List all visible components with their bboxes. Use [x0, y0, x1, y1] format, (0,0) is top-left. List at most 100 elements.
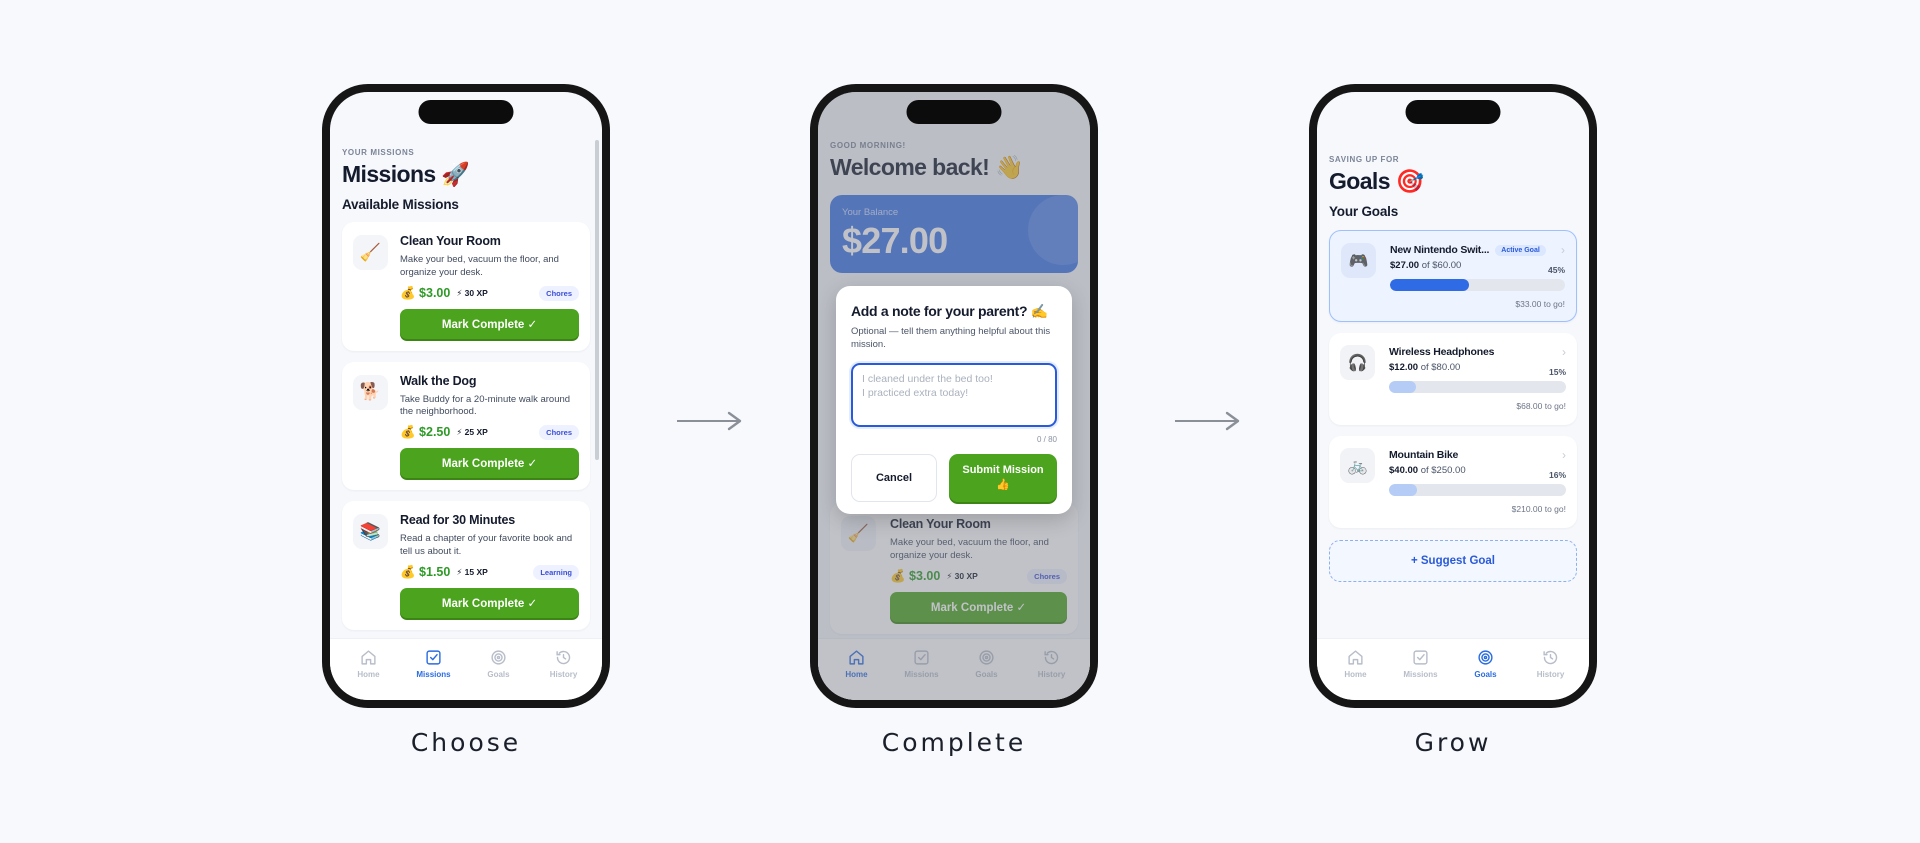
goal-title: Wireless Headphones	[1389, 346, 1495, 358]
game-controller-icon: 🎮	[1341, 243, 1376, 278]
goal-percent: 16%	[1548, 470, 1566, 480]
tab-home[interactable]: Home	[824, 639, 889, 700]
tab-goals[interactable]: Goals	[466, 639, 531, 700]
tab-missions[interactable]: Missions	[889, 639, 954, 700]
dialog-title: Add a note for your parent? ✍️	[851, 303, 1048, 319]
available-missions-heading: Available Missions	[342, 197, 459, 212]
tab-history[interactable]: History	[1518, 639, 1583, 700]
tab-history[interactable]: History	[531, 639, 596, 700]
mission-category-badge: Chores	[539, 425, 579, 441]
mission-title: Walk the Dog	[400, 373, 477, 388]
goal-progress-fill	[1390, 279, 1469, 291]
goal-progress-fill	[1389, 484, 1418, 496]
tab-goals[interactable]: Goals	[1453, 639, 1518, 700]
goal-percent: 45%	[1547, 265, 1565, 275]
history-icon	[1044, 650, 1059, 665]
mission-category-badge: Learning	[533, 564, 579, 580]
mission-meta: 💰 $1.50 ⚡ 15 XP Learning	[400, 564, 579, 580]
home-icon	[361, 650, 376, 665]
tab-bar: Home Missions Goals History	[330, 638, 602, 700]
dynamic-island	[418, 100, 514, 124]
missions-title: Missions 🚀	[342, 161, 470, 187]
tab-label: History	[549, 670, 578, 679]
home-icon	[1348, 650, 1363, 665]
mission-xp: ⚡ 30 XP	[456, 287, 488, 298]
missions-screen: YOUR MISSIONS Missions 🚀 Available Missi…	[330, 92, 602, 700]
dynamic-island	[1405, 100, 1501, 124]
arrow-head-icon	[1225, 411, 1240, 431]
scrollbar[interactable]	[595, 140, 599, 460]
goal-saved: $27.00	[1390, 260, 1420, 271]
goal-remaining: $210.00 to go!	[1511, 504, 1566, 514]
goal-saved: $12.00	[1389, 362, 1419, 373]
broom-icon: 🧹	[353, 235, 388, 270]
phone-goals: SAVING UP FOR Goals 🎯 Your Goals 🎮 New N…	[1309, 84, 1597, 708]
mission-reward: 💰 $1.50	[400, 564, 451, 579]
goal-remaining: $33.00 to go!	[1515, 299, 1565, 309]
goal-card[interactable]: 🎮 New Nintendo Swit... Active Goal › $27…	[1329, 230, 1577, 322]
your-goals-heading: Your Goals	[1329, 204, 1399, 219]
goal-target: of $250.00	[1420, 465, 1466, 476]
tab-goals[interactable]: Goals	[954, 639, 1019, 700]
mission-reward: 💰 $3.00	[890, 568, 941, 583]
mission-card: 🧹 Clean Your Room Make your bed, vacuum …	[342, 222, 590, 351]
dialog-actions: Cancel Submit Mission 👍	[851, 453, 1057, 502]
tab-home[interactable]: Home	[1323, 639, 1388, 700]
missions-content: YOUR MISSIONS Missions 🚀 Available Missi…	[330, 92, 602, 638]
goals-screen: SAVING UP FOR Goals 🎯 Your Goals 🎮 New N…	[1317, 92, 1589, 700]
goal-amount: $12.00 of $80.00	[1389, 362, 1566, 373]
balance-value: $27.00	[842, 220, 948, 261]
broom-icon: 🧹	[841, 516, 876, 551]
arrow-right-icon	[677, 420, 739, 422]
mission-meta: 💰 $3.00 ⚡ 30 XP Chores	[400, 285, 579, 301]
dialog-subtitle: Optional — tell them anything helpful ab…	[851, 326, 1051, 350]
arrow-head-icon	[727, 411, 742, 431]
tab-label: Home	[845, 670, 868, 679]
mission-meta: 💰 $2.50 ⚡ 25 XP Chores	[400, 425, 579, 441]
cancel-button[interactable]: Cancel	[851, 453, 937, 502]
chevron-right-icon: ›	[1561, 243, 1565, 257]
checkbox-icon	[426, 650, 441, 665]
mark-complete-button[interactable]: Mark Complete ✓	[890, 591, 1067, 622]
mission-category-badge: Chores	[539, 285, 579, 301]
mission-description: Make your bed, vacuum the floor, and org…	[890, 537, 1049, 561]
home-icon	[849, 650, 864, 665]
home-title: Welcome back! 👋	[830, 154, 1024, 180]
tab-label: Goals	[1474, 670, 1497, 679]
tab-bar: Home Missions Goals History	[1317, 638, 1589, 700]
tab-label: History	[1037, 670, 1066, 679]
mission-reward: 💰 $3.00	[400, 285, 451, 300]
tab-home[interactable]: Home	[336, 639, 401, 700]
submit-mission-button[interactable]: Submit Mission 👍	[949, 453, 1057, 502]
mark-complete-button[interactable]: Mark Complete ✓	[400, 587, 579, 618]
target-icon	[979, 650, 994, 665]
tab-history[interactable]: History	[1019, 639, 1084, 700]
goals-title: Goals 🎯	[1329, 168, 1424, 194]
balance-card: Your Balance $27.00	[830, 195, 1078, 273]
tab-label: History	[1536, 670, 1565, 679]
caption-grow: Grow	[1414, 728, 1492, 757]
tab-missions[interactable]: Missions	[1388, 639, 1453, 700]
target-icon	[1478, 650, 1493, 665]
goal-card[interactable]: 🚲 Mountain Bike › $40.00 of $250.00 16% …	[1329, 436, 1577, 528]
goal-header: Mountain Bike ›	[1389, 448, 1566, 462]
goal-header: New Nintendo Swit... Active Goal ›	[1390, 243, 1565, 257]
mission-card: 📚 Read for 30 Minutes Read a chapter of …	[342, 501, 590, 630]
goal-progress-bar	[1389, 381, 1566, 393]
mark-complete-button[interactable]: Mark Complete ✓	[400, 308, 579, 339]
balance-label: Your Balance	[842, 207, 899, 218]
bicycle-icon: 🚲	[1340, 448, 1375, 483]
tab-bar: Home Missions Goals History	[818, 638, 1090, 700]
mark-complete-button[interactable]: Mark Complete ✓	[400, 448, 579, 479]
goal-saved: $40.00	[1389, 465, 1419, 476]
tab-missions[interactable]: Missions	[401, 639, 466, 700]
tab-label: Goals	[975, 670, 998, 679]
note-input[interactable]: I cleaned under the bed too! I practiced…	[851, 362, 1057, 427]
home-eyebrow: GOOD MORNING!	[830, 141, 906, 150]
suggest-goal-button[interactable]: + Suggest Goal	[1329, 540, 1577, 582]
tab-label: Goals	[487, 670, 510, 679]
missions-eyebrow: YOUR MISSIONS	[342, 148, 415, 157]
dog-icon: 🐕	[353, 374, 388, 410]
home-screen: GOOD MORNING! Welcome back! 👋 Your Balan…	[818, 92, 1090, 700]
goal-card[interactable]: 🎧 Wireless Headphones › $12.00 of $80.00…	[1329, 333, 1577, 425]
